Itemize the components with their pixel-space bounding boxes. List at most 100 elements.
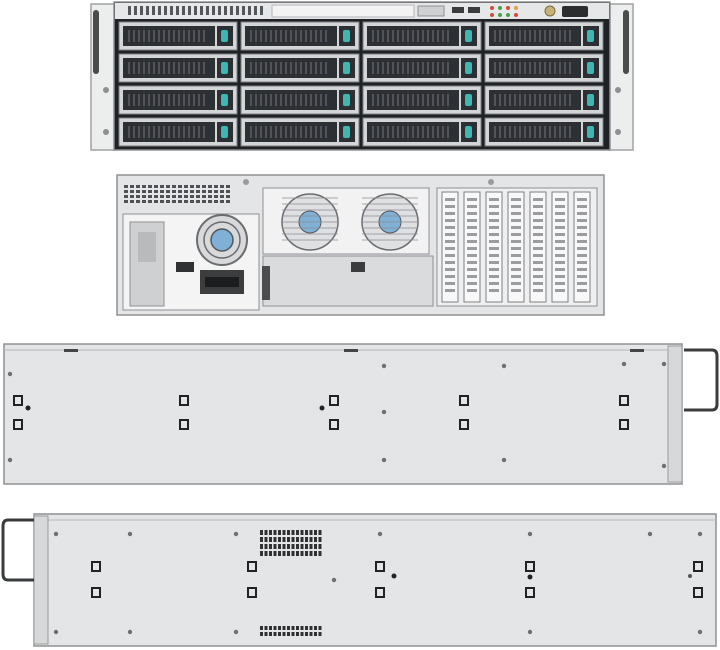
latch-icon bbox=[343, 126, 350, 138]
screw-hole-icon bbox=[127, 531, 133, 537]
mount-slot-icon bbox=[693, 587, 703, 598]
mount-slot-icon bbox=[375, 561, 385, 572]
latch-icon bbox=[587, 62, 594, 74]
latch-icon bbox=[465, 94, 472, 106]
status-leds bbox=[490, 6, 518, 17]
mount-slot-icon bbox=[91, 561, 101, 572]
latch-icon bbox=[221, 126, 228, 138]
fan-grille bbox=[282, 197, 418, 241]
mount-slot-icon bbox=[91, 587, 101, 598]
mount-slot-icon bbox=[459, 419, 469, 430]
screw-hole-icon bbox=[647, 531, 653, 537]
drive-bay[interactable] bbox=[118, 117, 238, 147]
screw-hole-icon bbox=[331, 577, 337, 583]
usb-ports bbox=[452, 7, 480, 13]
latch-icon bbox=[343, 94, 350, 106]
screw-hole-icon bbox=[53, 629, 59, 635]
mount-holes bbox=[53, 531, 703, 635]
drive-bay[interactable] bbox=[118, 85, 238, 115]
mount-slot-icon bbox=[619, 419, 629, 430]
expansion-slots bbox=[441, 191, 591, 303]
screw-hole-icon bbox=[381, 457, 387, 463]
drive-bay[interactable] bbox=[362, 117, 482, 147]
left-rack-handle bbox=[90, 3, 116, 151]
drive-bay[interactable] bbox=[362, 85, 482, 115]
front-view bbox=[0, 0, 720, 160]
screw-hole-icon bbox=[621, 361, 627, 367]
latch-icon bbox=[343, 62, 350, 74]
latch-icon bbox=[465, 62, 472, 74]
latch-icon bbox=[587, 30, 594, 42]
mount-slot-icon bbox=[247, 587, 257, 598]
mount-slot-icon bbox=[179, 419, 189, 430]
screw-hole-icon bbox=[697, 629, 703, 635]
screw-hole-icon bbox=[53, 531, 59, 537]
screw-hole-icon bbox=[501, 457, 507, 463]
screw-hole-icon bbox=[697, 531, 703, 537]
screw-hole-icon bbox=[661, 361, 667, 367]
io-area bbox=[262, 255, 434, 307]
mount-slot-icon bbox=[329, 419, 339, 430]
mount-slot-icon bbox=[525, 587, 535, 598]
reset-button[interactable] bbox=[562, 6, 588, 17]
mount-slot-icon bbox=[329, 395, 339, 406]
mount-slot-icon bbox=[525, 561, 535, 572]
rear-handle-icon bbox=[684, 348, 719, 412]
blank-plate bbox=[271, 4, 415, 18]
drive-bay[interactable] bbox=[118, 53, 238, 83]
drive-bay[interactable] bbox=[240, 21, 360, 51]
mount-slot-icon bbox=[247, 561, 257, 572]
latch-icon bbox=[343, 30, 350, 42]
mount-slot-icon bbox=[459, 395, 469, 406]
drive-bay[interactable] bbox=[484, 85, 604, 115]
latch-icon bbox=[587, 126, 594, 138]
mount-slot-icon bbox=[693, 561, 703, 572]
screw-hole-icon bbox=[127, 629, 133, 635]
slim-drive-slot bbox=[417, 5, 445, 17]
drive-bay[interactable] bbox=[362, 53, 482, 83]
screw-hole-icon bbox=[527, 629, 533, 635]
mount-slot-icon bbox=[619, 395, 629, 406]
latch-icon bbox=[587, 94, 594, 106]
vent-slots-top bbox=[128, 6, 263, 15]
screw-hole-icon bbox=[377, 531, 383, 537]
screw-hole-icon bbox=[7, 371, 13, 377]
mount-slot-icon bbox=[179, 395, 189, 406]
screw-icon bbox=[488, 179, 494, 185]
drive-bay[interactable] bbox=[484, 53, 604, 83]
drive-bay[interactable] bbox=[362, 21, 482, 51]
drive-bay[interactable] bbox=[118, 21, 238, 51]
screw-hole-icon bbox=[7, 457, 13, 463]
screw-hole-icon bbox=[661, 463, 667, 469]
screw-hole-icon bbox=[527, 531, 533, 537]
screw-icon bbox=[243, 179, 249, 185]
mount-slot-icon bbox=[13, 395, 23, 406]
rear-view bbox=[116, 174, 605, 316]
drive-bay[interactable] bbox=[240, 85, 360, 115]
latch-icon bbox=[221, 62, 228, 74]
latch-icon bbox=[221, 30, 228, 42]
latch-icon bbox=[221, 94, 228, 106]
latch-icon bbox=[465, 126, 472, 138]
latch-icon bbox=[465, 30, 472, 42]
screw-hole-icon bbox=[381, 409, 387, 415]
drive-bay-grid bbox=[118, 21, 604, 147]
screw-hole-icon bbox=[233, 531, 239, 537]
screw-hole-icon bbox=[501, 363, 507, 369]
mount-slot-icon bbox=[375, 587, 385, 598]
screw-hole-icon bbox=[233, 629, 239, 635]
drive-bay[interactable] bbox=[240, 117, 360, 147]
drive-bay[interactable] bbox=[484, 21, 604, 51]
side-panel-left bbox=[33, 513, 717, 647]
drive-bay[interactable] bbox=[240, 53, 360, 83]
drive-bay[interactable] bbox=[484, 117, 604, 147]
front-handle-icon bbox=[1, 518, 34, 582]
mount-slot-icon bbox=[13, 419, 23, 430]
power-button-icon[interactable] bbox=[544, 5, 556, 17]
screw-hole-icon bbox=[381, 363, 387, 369]
rear-top-vent bbox=[124, 185, 230, 203]
mount-holes bbox=[7, 349, 667, 469]
side-vent bbox=[260, 530, 322, 636]
side-panel-right bbox=[3, 343, 683, 485]
